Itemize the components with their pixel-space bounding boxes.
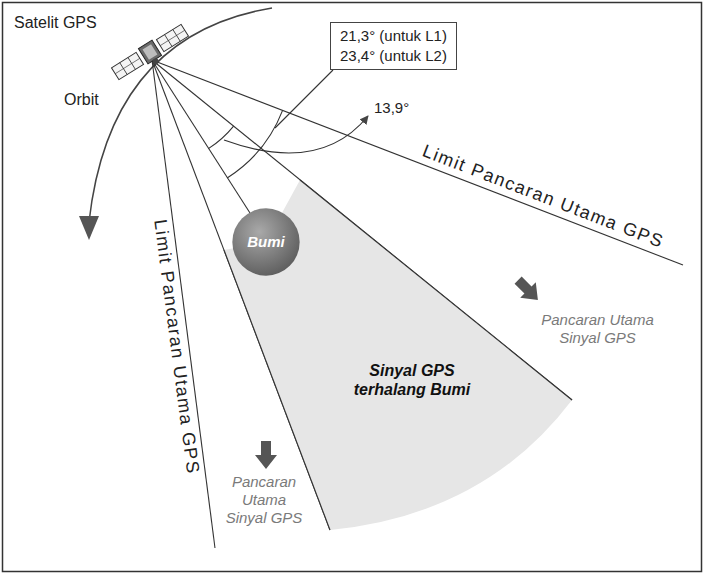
earth-circle: Bumi — [232, 208, 300, 276]
shadow-label: Sinyal GPS terhalang Bumi — [342, 361, 482, 399]
orbit-arrowhead — [79, 216, 99, 240]
angle-arc — [208, 126, 233, 149]
orbit-label: Orbit — [64, 90, 99, 109]
satellite-label: Satelit GPS — [14, 13, 97, 32]
orbit-path — [89, 8, 272, 222]
leader-line — [275, 70, 333, 128]
label-anchor: Pancaran Utama Sinyal GPS — [222, 473, 306, 527]
angle-note-box: 21,3° (untuk L1)23,4° (untuk L2) — [330, 22, 457, 70]
beam-limit-label: Limit Pancaran Utama GPS — [419, 141, 667, 254]
angle-note: 23,4° (untuk L2) — [340, 46, 447, 66]
frame — [3, 3, 702, 572]
main-beam-label: Pancaran Utama Sinyal GPS — [222, 473, 306, 527]
label-anchor: Satelit GPS — [14, 13, 97, 32]
beam-limit-line — [152, 60, 683, 265]
earth-disc — [232, 208, 299, 275]
main-beam-label: Pancaran Utama Sinyal GPS — [535, 311, 660, 347]
satellite-icon — [110, 23, 192, 86]
angle-pointer — [224, 116, 368, 153]
earth-tangent-line — [300, 180, 572, 400]
label-anchor: Orbit — [64, 90, 99, 109]
earth-center-line — [152, 60, 250, 213]
beam-limit-label: Limit Pancaran Utama GPS — [149, 218, 204, 476]
beam-direction-arrow — [255, 441, 277, 469]
earth-label: Bumi — [247, 233, 285, 251]
beam-direction-arrow — [510, 272, 545, 307]
angle-note: 21,3° (untuk L1) — [340, 26, 447, 46]
angle-label: 13,9° — [374, 99, 409, 117]
label-anchor: Pancaran Utama Sinyal GPS — [535, 311, 660, 347]
label-anchor: 13,9° — [374, 99, 409, 117]
